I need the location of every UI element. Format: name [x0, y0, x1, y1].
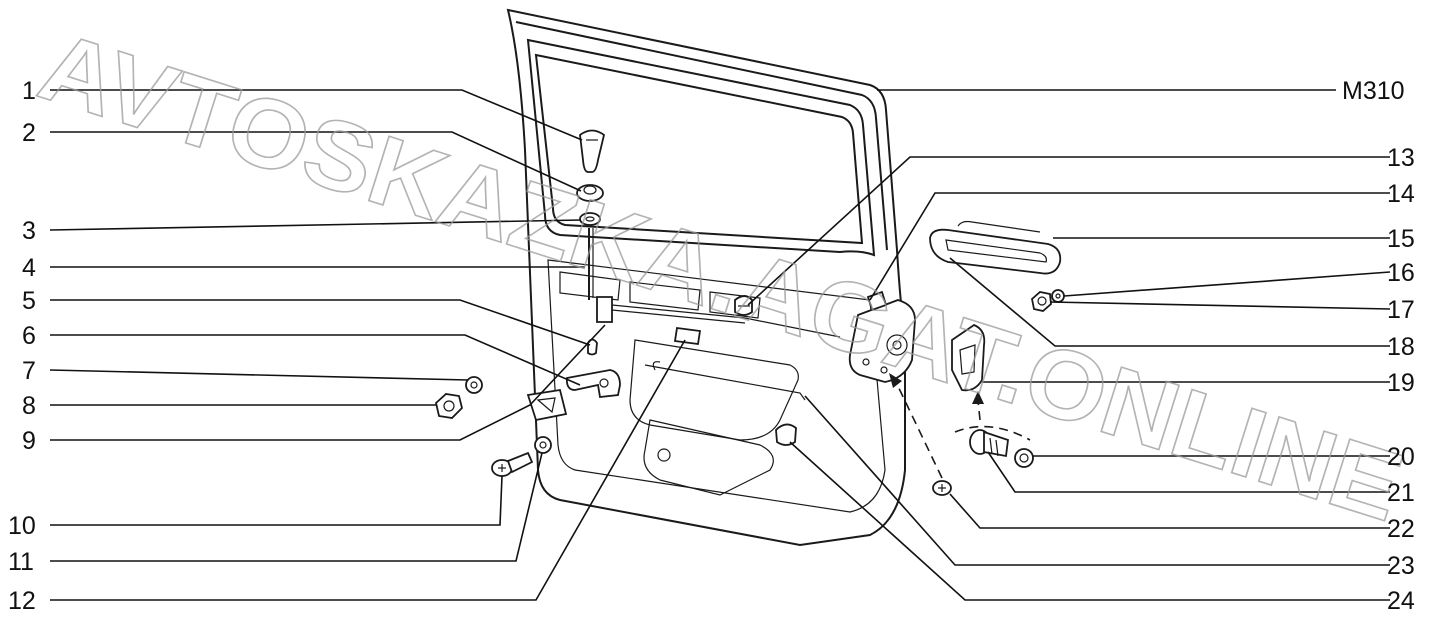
- part-screw: [491, 451, 534, 477]
- part-plain-washer: [534, 436, 552, 454]
- part-lock-knob: [579, 129, 606, 173]
- part-lock-striker: [951, 323, 986, 392]
- part-lock-washer: [1014, 448, 1034, 468]
- callout-15: 15: [1387, 225, 1415, 253]
- part-rod-bracket: [596, 296, 841, 338]
- callout-24: 24: [1387, 587, 1415, 615]
- assembly-arrows: [889, 373, 1031, 479]
- part-rubber-plug: [775, 423, 797, 446]
- callout-22: 22: [1387, 515, 1415, 543]
- part-pad: [673, 326, 702, 346]
- callout-20: 20: [1387, 443, 1415, 471]
- callout-16: 16: [1387, 259, 1415, 287]
- callout-9: 9: [22, 427, 36, 455]
- part-rod-clip-upper: [734, 295, 753, 316]
- rear-door-frame: [506, 8, 906, 547]
- part-spring-washer: [465, 376, 483, 394]
- callout-4: 4: [22, 254, 36, 282]
- callout-13: 13: [1387, 144, 1415, 172]
- callout-21: 21: [1387, 479, 1415, 507]
- callout-23: 23: [1387, 552, 1415, 580]
- callout-19: 19: [1387, 369, 1415, 397]
- callout-1: 1: [22, 77, 36, 105]
- part-handle-nut: [1031, 291, 1052, 312]
- callout-17: 17: [1387, 296, 1415, 324]
- callout-7: 7: [22, 357, 36, 385]
- part-inner-handle: [566, 369, 621, 398]
- part-outer-handle: [929, 220, 1062, 275]
- callout-10: 10: [8, 512, 36, 540]
- part-striker-bolt: [969, 429, 1009, 458]
- callout-5: 5: [22, 287, 36, 315]
- callout-8: 8: [22, 392, 36, 420]
- callout-18: 18: [1387, 333, 1415, 361]
- leader-lines: [49, 89, 1391, 601]
- part-hex-nut: [435, 393, 463, 419]
- callout-14: 14: [1387, 180, 1415, 208]
- callout-6: 6: [22, 322, 36, 350]
- callout-11: 11: [8, 548, 34, 576]
- diagram-code: M310: [1342, 77, 1405, 105]
- callout-2: 2: [22, 119, 36, 147]
- right-callout-labels: M310 13 14 15 16 17 18 19 20 21 22 23 24: [1342, 77, 1415, 615]
- part-washer: [579, 212, 601, 226]
- left-callout-labels: 1 2 3 4 5 6 7 8 9 10 11 12: [8, 77, 36, 615]
- part-lever-plate: [526, 388, 568, 422]
- part-handle-washer: [1051, 289, 1065, 303]
- callout-3: 3: [22, 217, 36, 245]
- part-lock-rod: [588, 228, 594, 300]
- callout-12: 12: [8, 587, 36, 615]
- part-bushing: [576, 184, 604, 202]
- part-lock-screw: [932, 480, 952, 496]
